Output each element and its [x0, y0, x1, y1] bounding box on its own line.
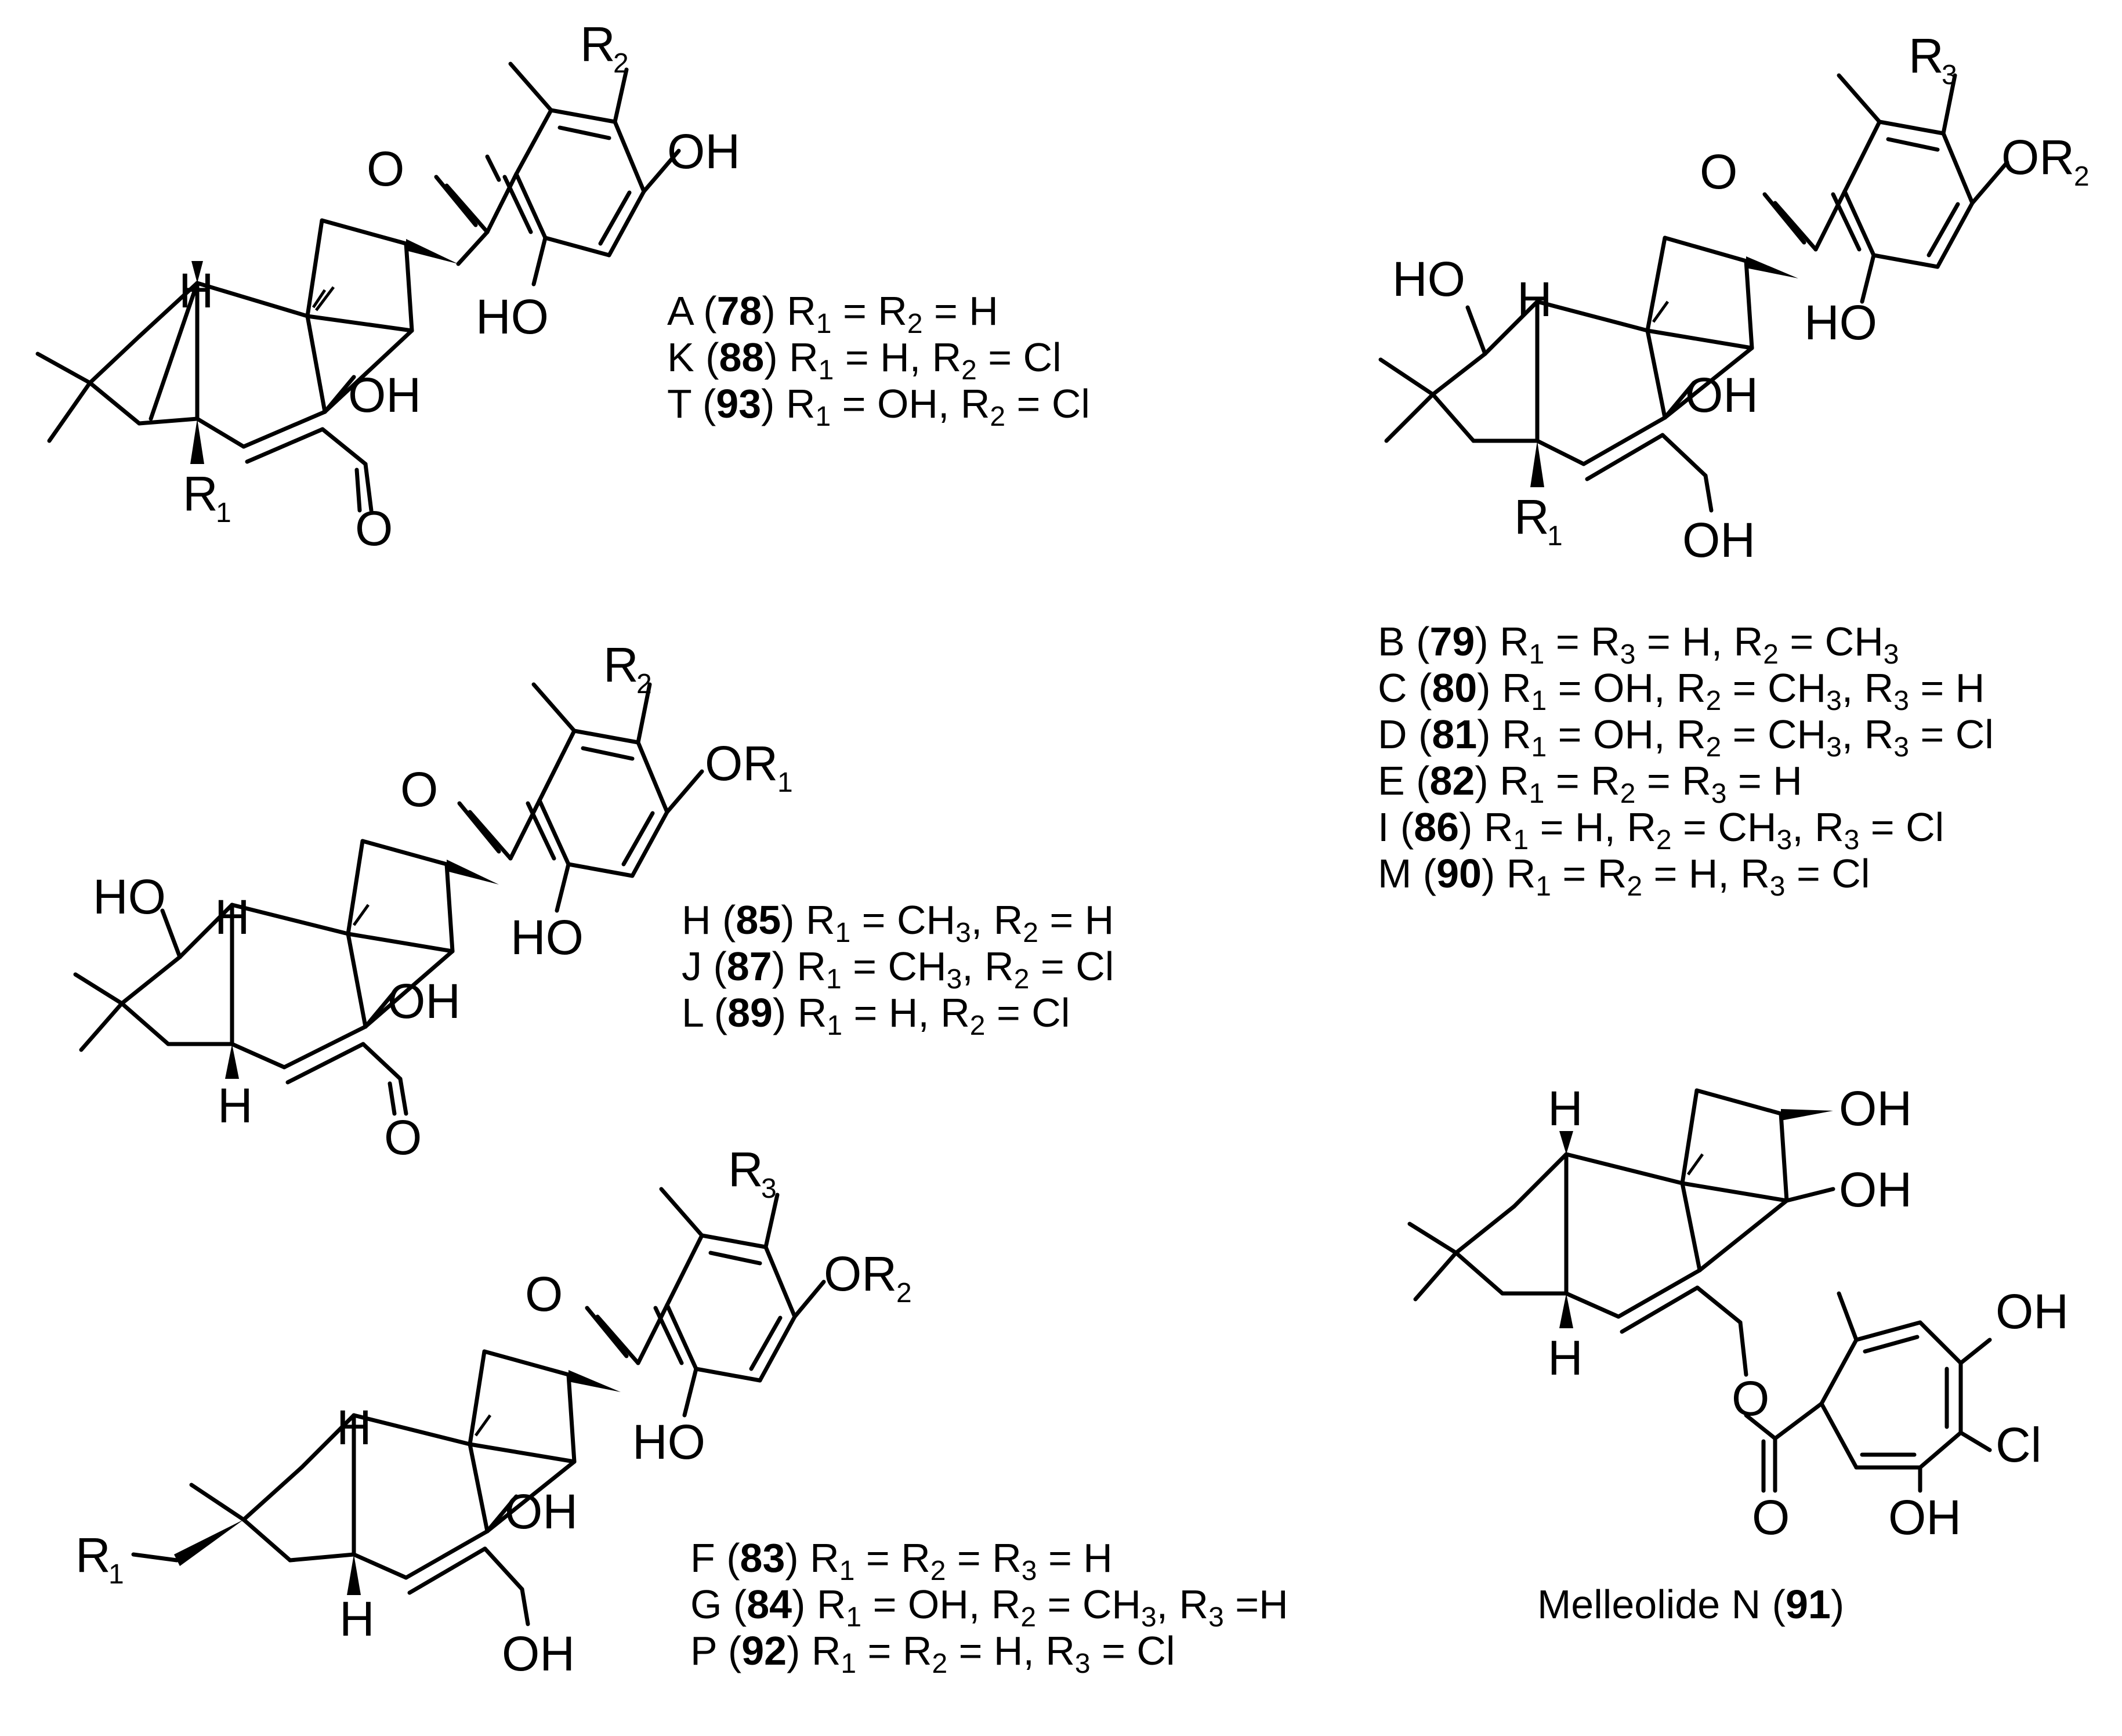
s5-atom-label: O	[1752, 1490, 1790, 1545]
s2-atom-label: O	[1700, 144, 1737, 199]
s3-atom-subscript: 1	[777, 767, 793, 798]
s2-atom-subscript: 1	[1547, 521, 1563, 552]
s4-atom-label: H	[339, 1592, 375, 1646]
s2-atom-subscript: 2	[2074, 161, 2090, 192]
structure-melleolide-n-91	[1407, 1088, 1992, 1493]
s1-atom-label: H	[179, 263, 214, 318]
legend-row: D (81) R1 = OH, R2 = CH3, R3 = Cl	[1378, 712, 1994, 763]
s3-atom-subscript: 2	[636, 669, 652, 700]
legend-row: H (85) R1 = CH3, R2 = H	[682, 897, 1114, 948]
s2-atom-subscript: 3	[1942, 60, 1957, 90]
legend-row: J (87) R1 = CH3, R2 = Cl	[682, 944, 1114, 995]
s3-atom-label: H	[215, 890, 250, 944]
s2-atom-label: OR	[2001, 130, 2074, 184]
s3-atom-label: O	[400, 762, 438, 817]
s1-atom-label: O	[367, 142, 404, 196]
s4-atom-subscript: 3	[761, 1173, 777, 1204]
s3-atom-label: HO	[93, 869, 166, 924]
s2-atom-label: HO	[1392, 252, 1465, 306]
s5-atom-label: O	[1732, 1371, 1769, 1426]
s2-atom-label: R	[1514, 490, 1549, 544]
s1-atom-label: OH	[667, 124, 740, 179]
s1-atom-label: R	[580, 17, 615, 71]
s4-atom-label: R	[728, 1142, 763, 1197]
s4-atom-label: H	[336, 1400, 372, 1455]
s3-atom-label: OH	[388, 974, 461, 1028]
legend-row: L (89) R1 = H, R2 = Cl	[682, 990, 1070, 1041]
legend-row: P (92) R1 = R2 = H, R3 = Cl	[690, 1628, 1175, 1679]
legend-row: G (84) R1 = OH, R2 = CH3, R3 =H	[690, 1582, 1288, 1633]
s5-atom-label: H	[1548, 1081, 1583, 1136]
s5-atom-label: Cl	[1996, 1418, 2041, 1472]
s2-atom-label: HO	[1804, 295, 1877, 350]
s5-atom-label: OH	[1839, 1081, 1912, 1136]
s3-atom-label: OR	[705, 736, 778, 791]
s1-atom-label: OH	[348, 368, 421, 422]
structure-compounds-85-87-89	[73, 682, 704, 1116]
s1-legend: A (78) R1 = R2 = H K (88) R1 = H, R2 = C…	[667, 288, 1090, 432]
s1-atom-label: O	[355, 501, 393, 556]
s4-atom-subscript: 2	[896, 1278, 912, 1309]
s5-atom-label: OH	[1839, 1162, 1912, 1217]
s5-atom-label: H	[1548, 1331, 1583, 1385]
legend-row: A (78) R1 = R2 = H	[667, 288, 998, 339]
legend-row: I (86) R1 = H, R2 = CH3, R3 = Cl	[1378, 804, 1944, 856]
legend-row: C (80) R1 = OH, R2 = CH3, R3 = H	[1378, 665, 1985, 716]
s4-atom-label: HO	[632, 1415, 705, 1469]
s5-atom-label: OH	[1888, 1490, 1961, 1545]
legend-row: K (88) R1 = H, R2 = Cl	[667, 335, 1062, 386]
s2-legend: B (79) R1 = R3 = H, R2 = CH3 C (80) R1 =…	[1378, 619, 1994, 902]
s2-atom-label: R	[1909, 28, 1944, 83]
legend-row: E (82) R1 = R2 = R3 = H	[1378, 758, 1802, 809]
s4-atom-subscript: 1	[108, 1559, 124, 1590]
s1-atom-subscript: 1	[216, 498, 231, 528]
s4-atom-label: OH	[505, 1484, 578, 1539]
legend-row: M (90) R1 = R2 = H, R3 = Cl	[1378, 851, 1870, 902]
s1-atom-label: HO	[476, 289, 549, 344]
s2-atom-label: OH	[1682, 513, 1755, 567]
legend-row: B (79) R1 = R3 = H, R2 = CH3	[1378, 619, 1899, 670]
structure-compounds-83-84-92	[131, 1187, 826, 1626]
s1-atom-label: R	[183, 466, 218, 521]
structure-compounds-79-80-81-82-86-90	[1378, 73, 2009, 513]
s4-atom-label: OR	[824, 1246, 897, 1301]
s2-atom-label: H	[1517, 272, 1552, 327]
s5-atom-label: OH	[1996, 1284, 2069, 1339]
s4-atom-label: O	[525, 1267, 563, 1321]
s4-legend: F (83) R1 = R2 = R3 = H G (84) R1 = OH, …	[690, 1535, 1288, 1679]
structure-compounds-78-88-93	[35, 61, 681, 513]
s4-atom-label: OH	[502, 1626, 575, 1681]
s3-atom-label: HO	[510, 910, 584, 965]
legend-row: F (83) R1 = R2 = R3 = H	[690, 1535, 1113, 1586]
s3-atom-label: O	[384, 1110, 422, 1165]
s2-atom-label: OH	[1685, 368, 1758, 422]
s3-legend: H (85) R1 = CH3, R2 = H J (87) R1 = CH3,…	[682, 897, 1114, 1041]
s4-atom-label: R	[75, 1528, 111, 1582]
s1-atom-subscript: 2	[613, 48, 629, 79]
s3-atom-label: H	[218, 1078, 253, 1133]
legend-row: T (93) R1 = OH, R2 = Cl	[667, 381, 1090, 432]
s5-compound-name: Melleolide N (91)	[1537, 1582, 1844, 1627]
s3-atom-label: R	[603, 637, 639, 692]
